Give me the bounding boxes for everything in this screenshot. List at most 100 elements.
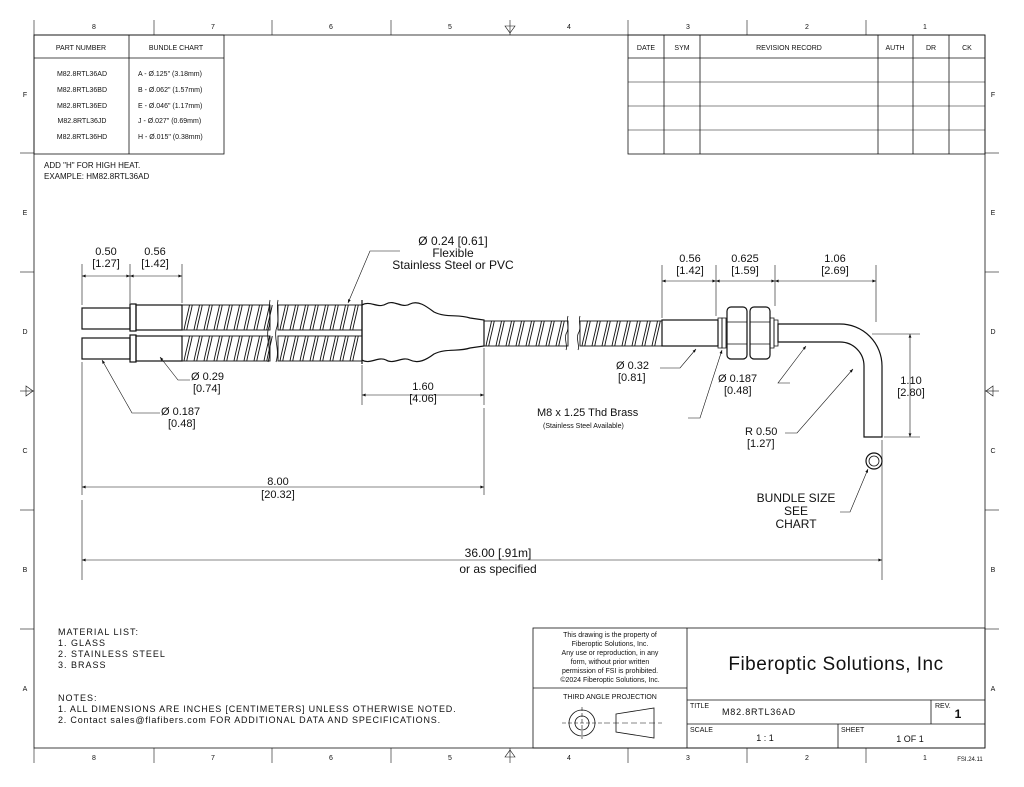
part-number: M82.8RTL36JD bbox=[58, 118, 107, 125]
material-item: 2. STAINLESS STEEL bbox=[58, 649, 166, 659]
part-number: M82.8RTL36ED bbox=[57, 103, 107, 110]
dim-160: 1.60 bbox=[412, 381, 433, 393]
dim-106: 1.06 bbox=[824, 253, 845, 265]
notes: NOTES: 1. ALL DIMENSIONS ARE INCHES [CEN… bbox=[58, 693, 456, 725]
glass-tip-upper bbox=[81, 307, 131, 330]
material-item: 1. GLASS bbox=[58, 638, 106, 648]
bundle-size: J - Ø.027" (0.69mm) bbox=[138, 118, 201, 125]
dim-056-right: 0.56 bbox=[679, 253, 700, 265]
part-number: M82.8RTL36HD bbox=[57, 134, 107, 141]
col-label: 8 bbox=[92, 24, 96, 31]
col-label: 4 bbox=[567, 755, 571, 762]
scale-label: SCALE bbox=[690, 727, 713, 734]
parts-header: BUNDLE CHART bbox=[149, 45, 204, 52]
col-label: 5 bbox=[448, 24, 452, 31]
revision-table: DATE SYM REVISION RECORD AUTH DR CK bbox=[627, 34, 986, 155]
dim-029: Ø 0.29 bbox=[191, 371, 224, 383]
hex-nut-left bbox=[726, 306, 748, 360]
row-label: A bbox=[991, 686, 996, 693]
notes-title: NOTES: bbox=[58, 693, 98, 703]
bundle-size: H - Ø.015" (0.38mm) bbox=[138, 134, 203, 141]
dim-3600-note: or as specified bbox=[459, 562, 536, 576]
col-label: 1 bbox=[923, 24, 927, 31]
row-label: B bbox=[23, 567, 28, 574]
col-label: 2 bbox=[805, 24, 809, 31]
glass-tip-lower bbox=[81, 337, 131, 360]
dim-024: Ø 0.24 [0.61] bbox=[418, 234, 487, 248]
material-item: 3. BRASS bbox=[58, 660, 107, 670]
ferrule-lower bbox=[135, 335, 183, 362]
center-mark-icon bbox=[504, 25, 516, 34]
company-name: Fiberoptic Solutions, Inc bbox=[728, 654, 943, 675]
dim-050-metric: [1.27] bbox=[92, 258, 120, 270]
col-label: 3 bbox=[686, 24, 690, 31]
row-label: E bbox=[991, 210, 996, 217]
rev-label: REV. bbox=[935, 703, 951, 710]
dim-0625-metric: [1.59] bbox=[731, 265, 759, 277]
m8-thread-note: (Stainless Steel Available) bbox=[543, 423, 624, 430]
dim-0625: 0.625 bbox=[731, 253, 759, 265]
hex-nut-right bbox=[749, 306, 771, 360]
col-label: 4 bbox=[567, 24, 571, 31]
part-number: M82.8RTL36BD bbox=[57, 87, 107, 94]
row-label: C bbox=[22, 448, 27, 455]
property-line: form, without prior written bbox=[571, 659, 650, 666]
material-list: MATERIAL LIST: 1. GLASS 2. STAINLESS STE… bbox=[58, 627, 166, 670]
col-label: 2 bbox=[805, 755, 809, 762]
bundle-size: E - Ø.046" (1.17mm) bbox=[138, 103, 202, 110]
armor-coils bbox=[181, 304, 663, 362]
row-label: D bbox=[22, 329, 27, 336]
property-line: This drawing is the property of bbox=[563, 632, 657, 639]
revision-header: DR bbox=[926, 45, 936, 52]
ferrule-upper bbox=[135, 304, 183, 331]
third-angle-projection-icon bbox=[562, 707, 662, 739]
scale-value: 1 : 1 bbox=[756, 733, 774, 743]
revision-header: DATE bbox=[637, 45, 655, 52]
row-label: D bbox=[990, 329, 995, 336]
dim-056: 0.56 bbox=[144, 246, 165, 258]
col-label: 1 bbox=[923, 755, 927, 762]
dim-800-metric: [20.32] bbox=[261, 489, 295, 501]
sheet-frame bbox=[33, 20, 986, 763]
rev-value: 1 bbox=[955, 707, 962, 721]
row-label: B bbox=[991, 567, 996, 574]
title-value: M82.8RTL36AD bbox=[722, 707, 796, 717]
bundle-size-label: BUNDLE SIZE bbox=[757, 491, 836, 505]
dim-0187-metric: [0.48] bbox=[168, 418, 196, 430]
dim-029-metric: [0.74] bbox=[193, 383, 221, 395]
revision-header: CK bbox=[962, 45, 972, 52]
col-label: 5 bbox=[448, 755, 452, 762]
bundle-size: B - Ø.062" (1.57mm) bbox=[138, 87, 202, 94]
property-line: Any use or reproduction, in any bbox=[562, 650, 659, 657]
col-label: 7 bbox=[211, 755, 215, 762]
flexible-label: Flexible bbox=[432, 246, 474, 260]
title-block: This drawing is the property of Fiberopt… bbox=[532, 627, 986, 749]
center-mark-icon bbox=[504, 749, 516, 758]
row-label: A bbox=[23, 686, 28, 693]
sheet-label: SHEET bbox=[841, 727, 865, 734]
bundle-size: A - Ø.125" (3.18mm) bbox=[138, 71, 202, 78]
dim-106-metric: [2.69] bbox=[821, 265, 849, 277]
cable-assembly bbox=[81, 299, 883, 470]
dim-r050: R 0.50 bbox=[745, 426, 777, 438]
bundle-size-chart: CHART bbox=[775, 517, 817, 531]
parts-header: PART NUMBER bbox=[56, 45, 106, 52]
row-zones: F E D C B A F E D C B A bbox=[20, 92, 999, 693]
dim-032-metric: [0.81] bbox=[618, 372, 646, 384]
dim-110-metric: [2.80] bbox=[897, 387, 925, 399]
dim-0187: Ø 0.187 bbox=[161, 406, 200, 418]
dim-0187-right-metric: [0.48] bbox=[724, 385, 752, 397]
property-line: Fiberoptic Solutions, Inc. bbox=[572, 641, 649, 648]
part-number: M82.8RTL36AD bbox=[57, 71, 107, 78]
dim-032: Ø 0.32 bbox=[616, 360, 649, 372]
row-label: F bbox=[23, 92, 27, 99]
dim-050: 0.50 bbox=[95, 246, 116, 258]
row-label: E bbox=[23, 210, 28, 217]
row-label: F bbox=[991, 92, 995, 99]
dim-110: 1.10 bbox=[900, 375, 921, 387]
bundle-end-icon bbox=[865, 452, 883, 470]
material-list-title: MATERIAL LIST: bbox=[58, 627, 139, 637]
dim-3600: 36.00 [.91m] bbox=[465, 546, 532, 560]
col-label: 3 bbox=[686, 755, 690, 762]
